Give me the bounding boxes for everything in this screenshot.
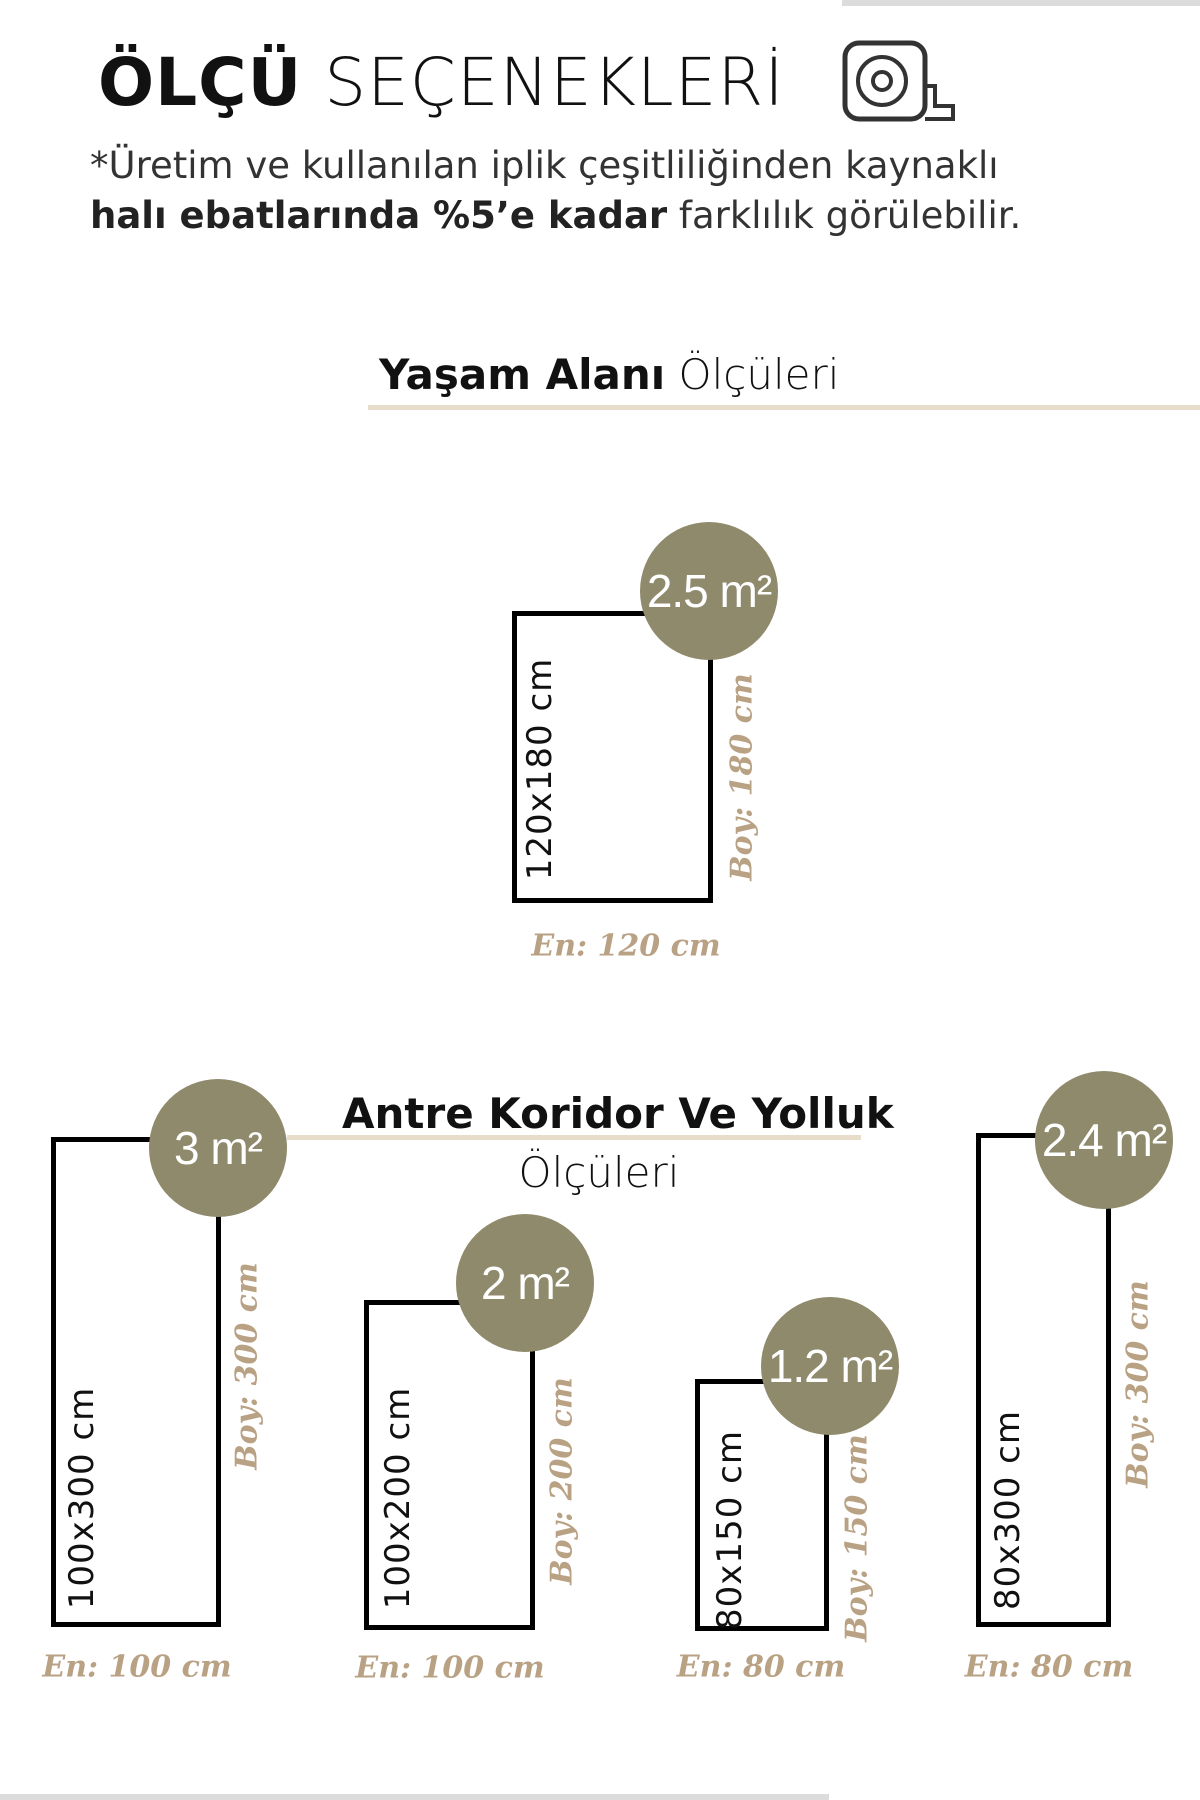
length-label: Boy: 150 cm xyxy=(839,1434,875,1642)
area-badge: 1.2 m² xyxy=(761,1297,899,1435)
title-light: SEÇENEKLERİ xyxy=(324,44,785,121)
title-bold: ÖLÇÜ xyxy=(98,44,303,121)
rug-size-label: 100x200 cm xyxy=(378,1386,418,1610)
rug-size-label: 80x300 cm xyxy=(988,1410,1028,1610)
width-label: En: 100 cm xyxy=(42,1649,232,1685)
note-line-2: halı ebatlarında %5’e kadar farklılık gö… xyxy=(90,194,1021,238)
area-badge: 3 m² xyxy=(149,1079,287,1217)
page-title: ÖLÇÜ SEÇENEKLERİ xyxy=(98,50,785,116)
area-badge: 2 m² xyxy=(456,1214,594,1352)
length-label: Boy: 300 cm xyxy=(229,1262,265,1470)
note-bold: halı ebatlarında %5’e kadar xyxy=(90,194,668,237)
rug-outline xyxy=(512,611,713,903)
length-label: Boy: 300 cm xyxy=(1120,1280,1156,1488)
note-line-1: *Üretim ve kullanılan iplik çeşitliliğin… xyxy=(90,144,999,187)
note-rest: farklılık görülebilir. xyxy=(667,194,1022,237)
width-label: En: 80 cm xyxy=(964,1649,1134,1685)
rug-size-label: 100x300 cm xyxy=(62,1386,102,1610)
corridor-section-subtitle: Ölçüleri xyxy=(518,1148,680,1197)
rug-outline xyxy=(364,1300,535,1630)
corridor-underline xyxy=(287,1135,861,1140)
rug-outline xyxy=(51,1137,221,1627)
rug-size-label: 80x150 cm xyxy=(710,1430,750,1630)
corridor-section-title: Antre Koridor Ve Yolluk xyxy=(342,1089,894,1138)
rug-size-label: 120x180 cm xyxy=(520,657,560,881)
width-label: En: 120 cm xyxy=(531,928,721,964)
tape-measure-icon xyxy=(842,40,957,122)
width-label: En: 80 cm xyxy=(676,1649,846,1685)
length-label: Boy: 180 cm xyxy=(724,673,760,881)
top-divider xyxy=(842,0,1200,6)
width-label: En: 100 cm xyxy=(355,1650,545,1686)
living-underline xyxy=(368,405,1200,410)
living-title-light: Ölçüleri xyxy=(665,350,840,399)
bottom-divider xyxy=(0,1794,829,1800)
length-label: Boy: 200 cm xyxy=(544,1377,580,1585)
area-badge: 2.5 m² xyxy=(640,522,778,660)
living-title-bold: Yaşam Alanı xyxy=(379,350,666,399)
living-section-title: Yaşam Alanı Ölçüleri xyxy=(379,354,839,396)
area-badge: 2.4 m² xyxy=(1035,1071,1173,1209)
